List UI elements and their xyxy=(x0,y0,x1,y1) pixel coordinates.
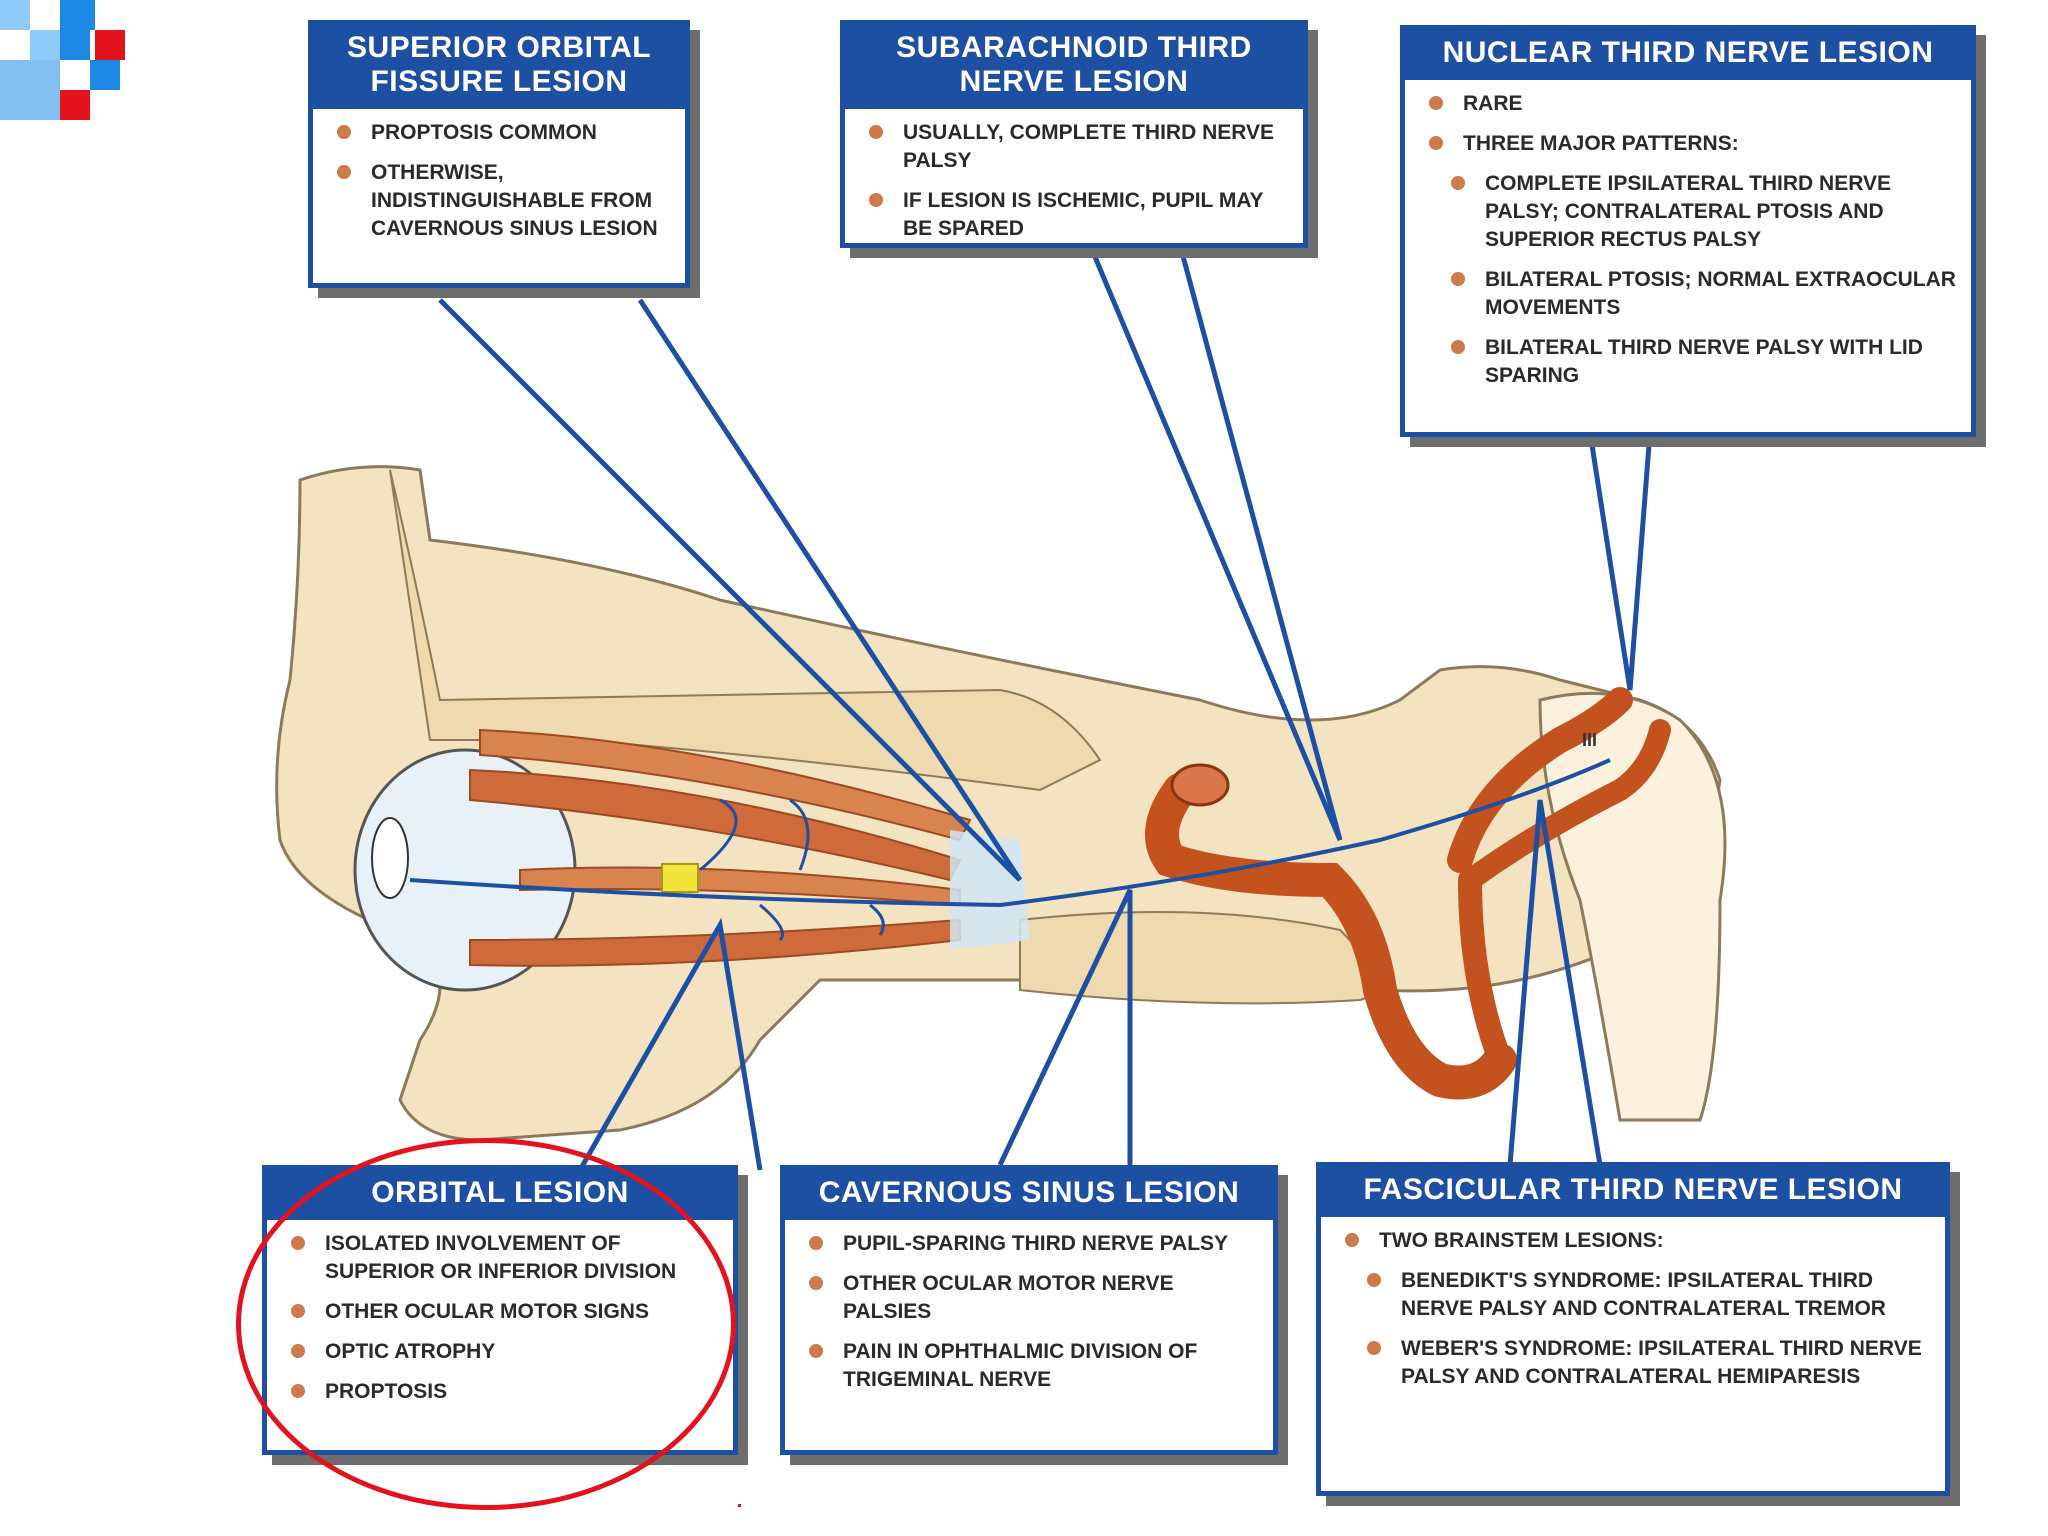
bullet-icon xyxy=(337,125,351,139)
bullet-icon xyxy=(1451,272,1465,286)
carotid-artery xyxy=(1145,773,1517,1100)
callout-line-superior-orbital xyxy=(438,298,1023,882)
list-subitem: BILATERAL PTOSIS; NORMAL EXTRAOCULAR MOV… xyxy=(1423,266,1957,322)
cavernous-sinus xyxy=(950,830,1030,950)
box-title: CAVERNOUS SINUS LESION xyxy=(785,1170,1273,1220)
list-item: PUPIL-SPARING THIRD NERVE PALSY xyxy=(803,1230,1259,1258)
bullet-icon xyxy=(869,125,883,139)
nerve-branch-inferior xyxy=(759,903,885,942)
ciliary-ganglion xyxy=(661,863,699,893)
fascicular-third-nerve-box: FASCICULAR THIRD NERVE LESION TWO BRAINS… xyxy=(1316,1162,1950,1496)
box-title: SUPERIOR ORBITAL FISSURE LESION xyxy=(313,25,685,109)
bullet-icon xyxy=(809,1236,823,1250)
list-item: RARE xyxy=(1423,90,1957,118)
list-subitem: COMPLETE IPSILATERAL THIRD NERVE PALSY; … xyxy=(1423,170,1957,254)
posterior-cerebral-artery xyxy=(1447,687,1633,873)
site-logo xyxy=(0,0,160,125)
list-item: OTHER OCULAR MOTOR NERVE PALSIES xyxy=(803,1270,1259,1326)
bullet-icon xyxy=(337,165,351,179)
bullet-icon xyxy=(869,193,883,207)
list-item: TWO BRAINSTEM LESIONS: xyxy=(1339,1227,1931,1255)
nuclear-third-nerve-box: NUCLEAR THIRD NERVE LESION RARE THREE MA… xyxy=(1400,25,1976,437)
callout-line-nuclear xyxy=(1587,431,1653,691)
cavernous-sinus-box: CAVERNOUS SINUS LESION PUPIL-SPARING THI… xyxy=(780,1165,1278,1455)
callout-line-cavernous xyxy=(997,888,1133,1167)
callout-lines xyxy=(438,244,1653,1172)
oculomotor-nerve xyxy=(409,758,1611,908)
list-item: OTHERWISE, INDISTINGUISHABLE FROM CAVERN… xyxy=(331,159,671,243)
bullet-icon xyxy=(1367,1341,1381,1355)
bullet-icon xyxy=(809,1276,823,1290)
cranial-floor-bone xyxy=(1019,911,1377,1005)
list-item: IF LESION IS ISCHEMIC, PUPIL MAY BE SPAR… xyxy=(863,187,1289,243)
list-subitem: BENEDIKT'S SYNDROME: IPSILATERAL THIRD N… xyxy=(1339,1267,1931,1323)
box-title: NUCLEAR THIRD NERVE LESION xyxy=(1405,30,1971,80)
nerve-branch-superior xyxy=(699,798,810,872)
nerve-numeral-label: III xyxy=(1582,730,1597,750)
basilar-artery xyxy=(1458,868,1512,1072)
callout-line-orbital xyxy=(577,917,763,1172)
list-item: USUALLY, COMPLETE THIRD NERVE PALSY xyxy=(863,119,1289,175)
list-item: PAIN IN OPHTHALMIC DIVISION OF TRIGEMINA… xyxy=(803,1338,1259,1394)
box-title: FASCICULAR THIRD NERVE LESION xyxy=(1321,1167,1945,1217)
cornea xyxy=(371,817,409,899)
bullet-icon xyxy=(1451,340,1465,354)
callout-line-fascicular xyxy=(1507,799,1603,1166)
bullet-icon xyxy=(1451,176,1465,190)
bullet-icon xyxy=(1429,136,1443,150)
carotid-artery-cut xyxy=(1170,763,1230,807)
bullet-icon xyxy=(1345,1233,1359,1247)
subarachnoid-third-nerve-box: SUBARACHNOID THIRD NERVE LESION USUALLY,… xyxy=(840,20,1308,248)
highlight-circle xyxy=(236,1138,736,1510)
stray-mark xyxy=(738,1504,741,1507)
bullet-icon xyxy=(809,1344,823,1358)
superior-orbital-fissure-box: SUPERIOR ORBITAL FISSURE LESION PROPTOSI… xyxy=(308,20,690,288)
superior-cerebellar-artery xyxy=(1459,719,1671,891)
bullet-icon xyxy=(1429,96,1443,110)
list-item: THREE MAJOR PATTERNS: xyxy=(1423,130,1957,158)
orbital-roof-bone xyxy=(389,469,1102,792)
list-subitem: BILATERAL THIRD NERVE PALSY WITH LID SPA… xyxy=(1423,334,1957,390)
callout-line-subarachnoid xyxy=(1087,244,1343,841)
list-item: PROPTOSIS COMMON xyxy=(331,119,671,147)
box-title: SUBARACHNOID THIRD NERVE LESION xyxy=(845,25,1303,109)
bullet-icon xyxy=(1367,1273,1381,1287)
list-subitem: WEBER'S SYNDROME: IPSILATERAL THIRD NERV… xyxy=(1339,1335,1931,1391)
